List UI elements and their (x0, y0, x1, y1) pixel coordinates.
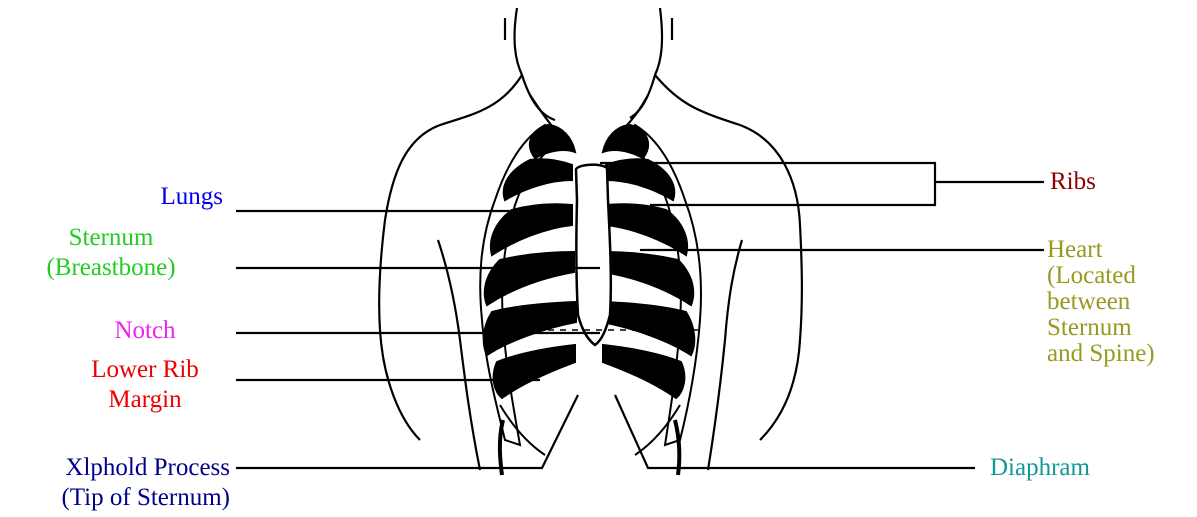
lungs-label: Lungs (100, 183, 223, 210)
xiphoid-sub-label: (Tip of Sternum) (0, 484, 230, 511)
xiphoid-label: Xlphold Process (0, 454, 230, 481)
lower-rib-label: Lower Rib (52, 356, 238, 383)
xiphoid-leader-line (236, 395, 578, 468)
ribs-label: Ribs (1050, 168, 1096, 195)
sternum-sub-label: (Breastbone) (0, 254, 222, 281)
rib-cage (480, 125, 701, 475)
diaphragm-label: Diaphram (990, 454, 1090, 481)
heart-label-2: (Located (1047, 262, 1136, 289)
diaphragm-leader-line (615, 395, 975, 468)
notch-label: Notch (52, 317, 238, 344)
heart-label-4: Sternum (1047, 314, 1132, 341)
heart-label: Heart (1047, 236, 1103, 263)
lower-rib-label-2: Margin (52, 386, 238, 413)
heart-label-3: between (1047, 288, 1130, 315)
sternum-label: Sternum (0, 224, 222, 251)
heart-label-5: and Spine) (1047, 340, 1155, 367)
